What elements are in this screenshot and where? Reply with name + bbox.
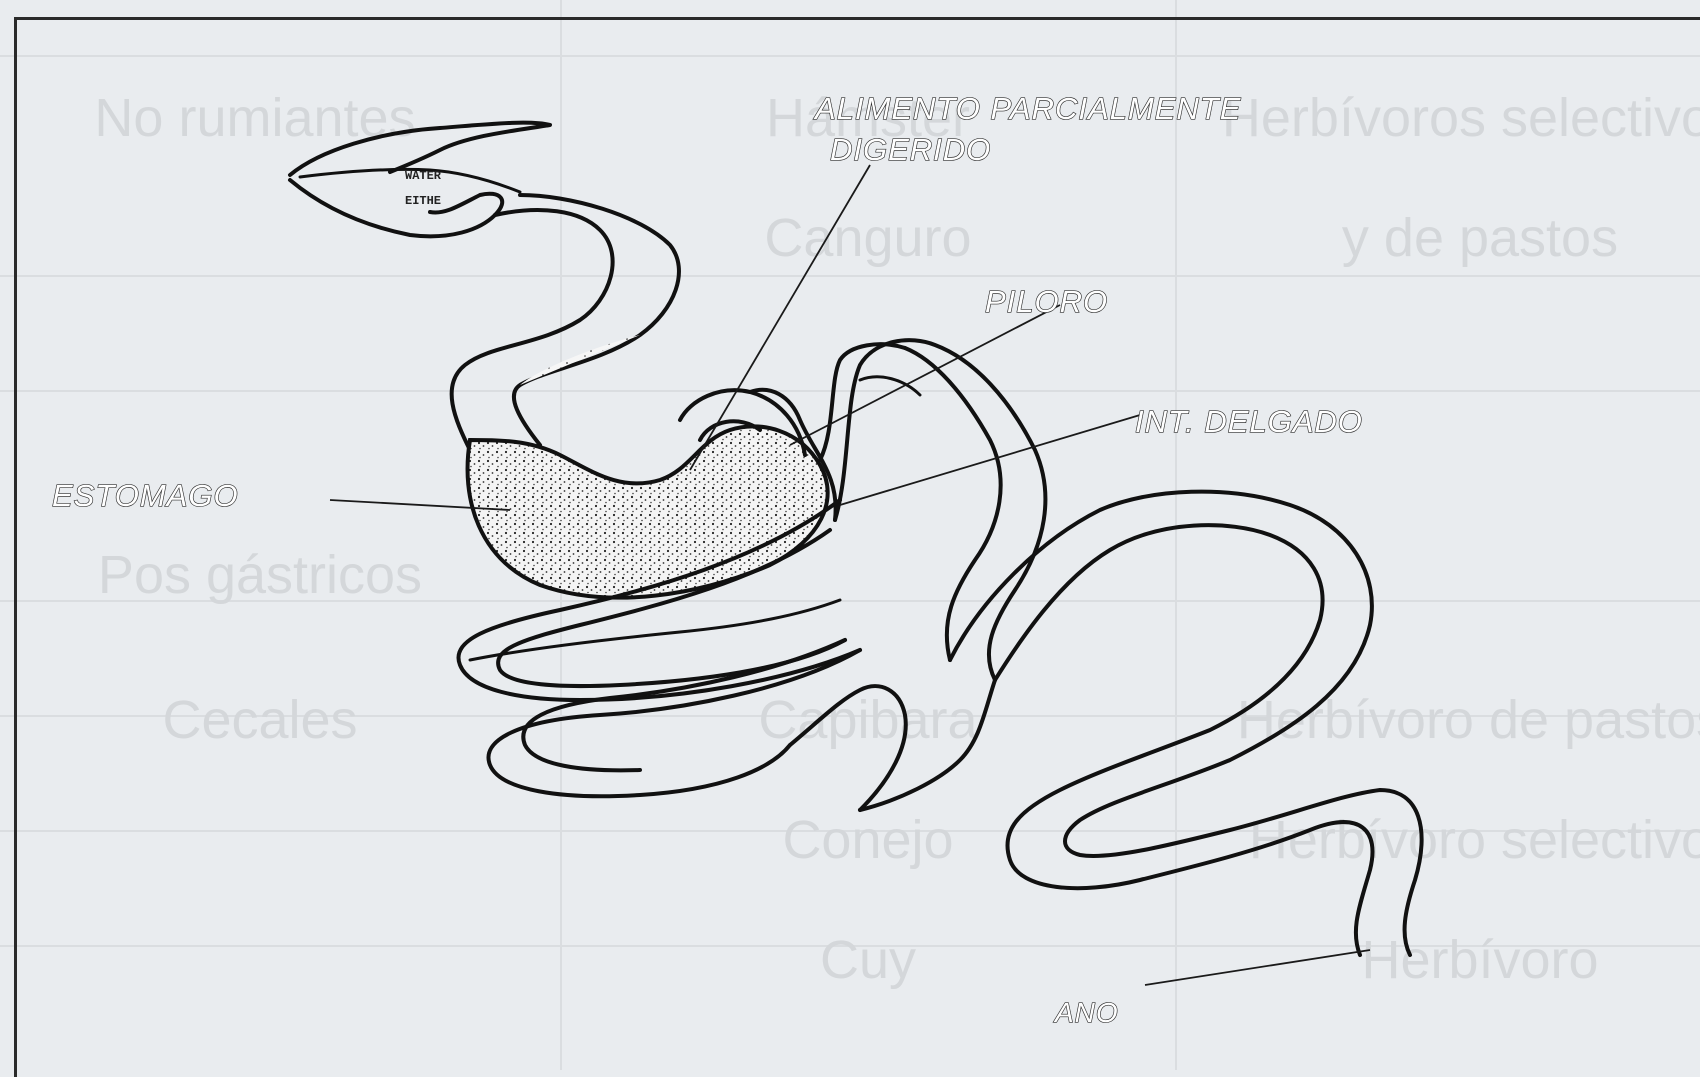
- small-intestine-shape: [835, 340, 1045, 680]
- label-alimento-line1: ALIMENTO PARCIALMENTE: [813, 91, 1241, 126]
- label-estomago: ESTOMAGO: [52, 478, 239, 513]
- label-alimento-line2: DIGERIDO: [830, 132, 991, 167]
- mouth-mark-text: WATER: [405, 169, 442, 183]
- int-delgado-leader-line: [840, 415, 1140, 505]
- ano-leader-line: [1145, 950, 1370, 985]
- label-ano: ANO: [1053, 997, 1119, 1028]
- alimento-leader-line: [690, 165, 870, 470]
- label-piloro: PILORO: [985, 284, 1108, 319]
- mouth-mark-text: EITHE: [405, 194, 441, 208]
- esophagus-shape: [452, 195, 679, 450]
- mouth-head-shape: WATER EITHE: [290, 123, 550, 237]
- label-int-delgado: INT. DELGADO: [1135, 404, 1363, 439]
- large-intestine-shape: [860, 492, 1422, 955]
